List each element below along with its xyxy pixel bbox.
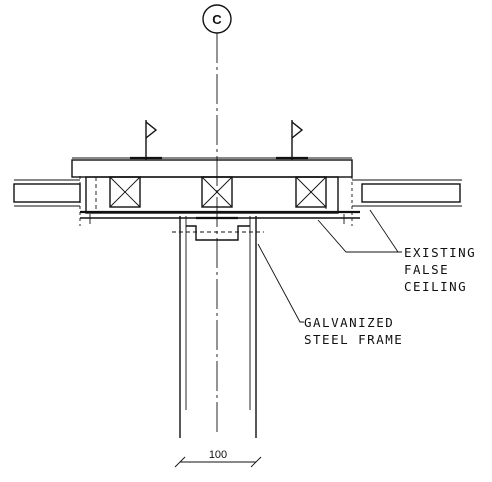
fixing-right <box>276 120 308 160</box>
label-steel-frame: STEEL FRAME <box>304 332 403 347</box>
existing-ceiling-left <box>13 179 81 207</box>
top-board <box>71 157 353 178</box>
fixing-left <box>130 120 162 160</box>
steel-frame-stem <box>172 216 264 438</box>
leader-steel-frame <box>257 243 304 323</box>
label-false: FALSE <box>404 262 449 277</box>
gridline-c: C <box>202 4 232 432</box>
gridline-label: C <box>212 12 222 27</box>
batten-center <box>201 176 233 208</box>
leader-existing-ceiling <box>317 209 402 253</box>
label-galvanized: GALVANIZED <box>304 315 394 330</box>
support-frame <box>80 176 360 219</box>
label-existing: EXISTING <box>404 245 476 260</box>
batten-left <box>109 176 141 208</box>
end-fixings <box>79 176 353 226</box>
label-ceiling: CEILING <box>404 279 467 294</box>
existing-ceiling-right <box>352 179 462 207</box>
batten-right <box>295 176 327 208</box>
dimension-label: 100 <box>209 449 227 461</box>
dimension-100: 100 <box>174 449 262 468</box>
